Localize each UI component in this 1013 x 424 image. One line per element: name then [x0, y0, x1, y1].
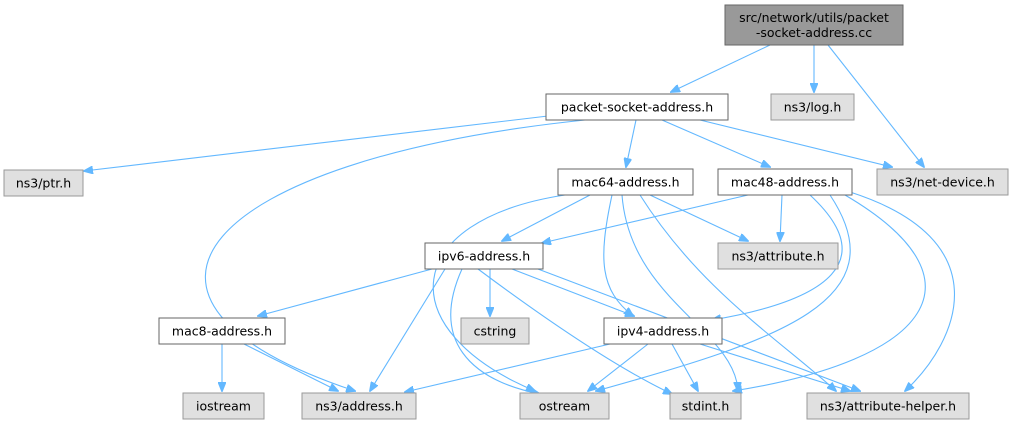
- edge-ipv6_address_h-to-mac8_address_h: [258, 268, 433, 316]
- node-label: ns3/ptr.h: [16, 176, 71, 191]
- node-label: stdint.h: [682, 399, 730, 414]
- edge-mac64_address_h-to-ipv4_address_h: [603, 194, 633, 316]
- node-label: src/network/utils/packet: [739, 10, 889, 25]
- node-ns3_address_h: ns3/address.h: [301, 392, 417, 420]
- node-label: mac64-address.h: [571, 175, 679, 190]
- node-box: [301, 392, 417, 420]
- node-label: ostream: [539, 399, 590, 414]
- node-ns3_net_device_h: ns3/net-device.h: [876, 168, 1009, 196]
- node-label: ns3/attribute.h: [731, 249, 824, 264]
- nodes-layer: src/network/utils/packet-socket-address.…: [3, 4, 1009, 420]
- node-ipv6_address_h[interactable]: ipv6-address.h: [424, 242, 544, 270]
- node-stdint_h: stdint.h: [669, 392, 742, 420]
- node-ns3_attribute_h: ns3/attribute.h: [717, 242, 839, 270]
- node-box: [603, 317, 723, 345]
- edge-ipv6_address_h-to-ipv4_address_h: [511, 268, 634, 316]
- edge-mac8_address_h-to-ns3_address_h: [243, 343, 338, 391]
- edge-packet_socket_address_h-to-ns3_ptr_h: [84, 115, 549, 171]
- node-label: ns3/attribute-helper.h: [820, 399, 956, 414]
- node-box: [460, 317, 530, 345]
- node-box: [770, 93, 855, 121]
- edge-mac48_address_h-to-ns3_attribute_helper_h: [849, 191, 956, 391]
- edge-mac64_address_h-to-ostream: [432, 194, 566, 391]
- edge-mac48_address_h-to-ipv6_address_h: [542, 194, 749, 243]
- node-box: [424, 242, 544, 270]
- node-packet_socket_address_h[interactable]: packet-socket-address.h: [545, 93, 729, 121]
- edge-root-to-ns3_net_device_h: [827, 44, 924, 167]
- node-box: [182, 392, 265, 420]
- edge-mac48_address_h-to-ostream: [596, 194, 851, 391]
- node-label: ipv6-address.h: [438, 249, 530, 264]
- edge-packet_socket_address_h-to-mac64_address_h: [626, 119, 637, 167]
- edge-mac64_address_h-to-ns3_attribute_h: [649, 194, 748, 241]
- node-label: mac48-address.h: [731, 175, 839, 190]
- edge-packet_socket_address_h-to-ns3_net_device_h: [699, 119, 892, 167]
- node-label: cstring: [474, 324, 517, 339]
- node-ns3_log_h: ns3/log.h: [770, 93, 855, 121]
- node-mac8_address_h[interactable]: mac8-address.h: [158, 317, 286, 345]
- node-box: [806, 392, 970, 420]
- node-root[interactable]: src/network/utils/packet-socket-address.…: [724, 4, 904, 46]
- node-box: [669, 392, 742, 420]
- edge-mac48_address_h-to-ipv4_address_h: [712, 194, 843, 320]
- edge-ipv4_address_h-to-ns3_attribute_helper_h: [699, 343, 850, 391]
- edge-ipv4_address_h-to-ns3_address_h: [405, 343, 611, 392]
- edge-packet_socket_address_h-to-mac48_address_h: [661, 119, 770, 167]
- edge-ipv6_address_h-to-ns3_address_h: [370, 268, 446, 391]
- node-mac64_address_h[interactable]: mac64-address.h: [557, 168, 694, 196]
- node-box: [545, 93, 729, 121]
- node-box: [3, 169, 84, 197]
- node-label: ns3/net-device.h: [890, 175, 995, 190]
- edge-mac48_address_h-to-ns3_attribute_h: [780, 194, 782, 241]
- node-label: -socket-address.cc: [756, 25, 872, 40]
- node-label: iostream: [196, 399, 251, 414]
- edge-ipv6_address_h-to-stdint_h: [477, 268, 672, 394]
- edge-packet_socket_address_h-to-ns3_address_h: [204, 119, 586, 391]
- node-ns3_ptr_h: ns3/ptr.h: [3, 169, 84, 197]
- node-label: packet-socket-address.h: [561, 100, 713, 115]
- node-cstring: cstring: [460, 317, 530, 345]
- edges-layer: [84, 44, 956, 394]
- edge-mac48_address_h-to-stdint_h: [733, 194, 926, 391]
- edge-mac64_address_h-to-ns3_attribute_helper_h: [639, 194, 836, 391]
- node-box: [557, 168, 694, 196]
- node-ostream: ostream: [519, 392, 610, 420]
- node-box: [724, 4, 904, 46]
- node-label: ipv4-address.h: [617, 324, 709, 339]
- node-ipv4_address_h[interactable]: ipv4-address.h: [603, 317, 723, 345]
- edge-mac64_address_h-to-stdint_h: [621, 194, 738, 391]
- node-iostream: iostream: [182, 392, 265, 420]
- node-label: ns3/address.h: [315, 399, 403, 414]
- edge-ipv4_address_h-to-ostream: [588, 343, 649, 391]
- node-label: mac8-address.h: [172, 324, 272, 339]
- node-box: [158, 317, 286, 345]
- node-ns3_attribute_helper_h: ns3/attribute-helper.h: [806, 392, 970, 420]
- edge-root-to-packet_socket_address_h: [671, 44, 771, 92]
- node-mac48_address_h[interactable]: mac48-address.h: [717, 168, 853, 196]
- edge-ipv4_address_h-to-stdint_h: [671, 343, 698, 391]
- edge-mac64_address_h-to-ipv6_address_h: [502, 194, 591, 241]
- node-box: [876, 168, 1009, 196]
- node-box: [519, 392, 610, 420]
- node-label: ns3/log.h: [784, 100, 842, 115]
- node-box: [717, 168, 853, 196]
- edge-ipv6_address_h-to-ostream: [450, 268, 540, 394]
- node-box: [717, 242, 839, 270]
